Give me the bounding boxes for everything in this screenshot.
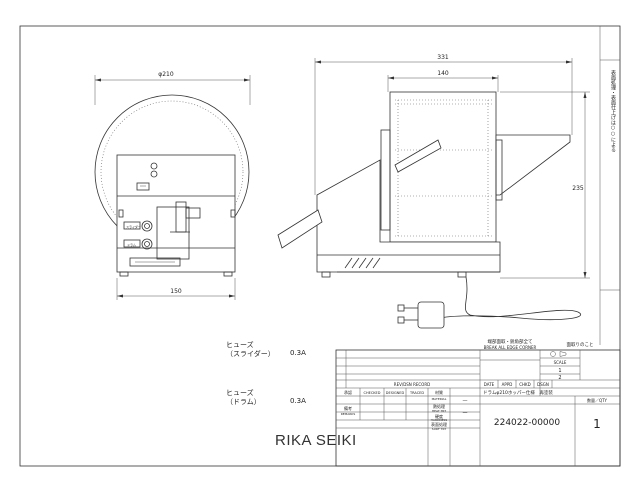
fuse-2-name: ヒューズ — [226, 389, 254, 397]
dim-front-width: 150 — [170, 288, 182, 295]
appd-label: APPD — [502, 382, 513, 387]
dim-side-height: 235 — [572, 185, 584, 192]
dsgn-label: DSGN — [537, 382, 549, 387]
side-view: 331 140 235 — [277, 54, 590, 329]
drawing-title: ドラムφ210ホッパー仕様 再塗装 — [483, 389, 553, 396]
fuse-1-part: （スライダー） — [226, 350, 275, 358]
scale-value: 1 — [558, 368, 561, 374]
note-break-edge: 端部面取・鋭角部全て — [488, 338, 533, 345]
surface-en: SURF TRT — [432, 427, 447, 431]
material-en: MATERIAL — [432, 397, 447, 401]
title-block: 端部面取・鋭角部全て BREAK ALL EDGE CORNER 面取りのこと … — [335, 338, 621, 467]
fuse-note-1: ヒューズ — [226, 340, 254, 350]
side-base — [316, 159, 501, 273]
fuse-note-2-part: （ドラム） — [226, 397, 261, 407]
fuse-1-name: ヒューズ — [226, 341, 254, 349]
remarks-label: 備考 — [344, 405, 352, 411]
qty-label: 数量／QTY — [587, 397, 608, 403]
note-chamfer: 面取りのこと — [567, 342, 594, 348]
brand-logo: RIKA SEIKI — [275, 432, 357, 449]
dim-front-diameter: φ210 — [158, 71, 174, 78]
projection-symbol — [550, 351, 556, 357]
heat-label: 熱処理 — [433, 403, 445, 409]
dim-side-total: 331 — [437, 54, 449, 61]
rev-record-label: REV/DSN RECORD — [394, 382, 430, 387]
surface-label: 表面処理 — [431, 421, 447, 427]
page-value: 2 — [558, 375, 561, 381]
approved-label: 承認 — [344, 389, 352, 395]
scale-label: SCALE — [554, 360, 567, 365]
designed-label: DESIGNED — [386, 391, 405, 395]
power-plug — [417, 301, 445, 329]
side-strip-note: 表面処理・表面仕上げは○○による — [610, 69, 616, 152]
fuse-2-part: （ドラム） — [226, 398, 261, 406]
hardness-en: HARDNESS — [431, 418, 448, 422]
fuse-note-2: ヒューズ — [226, 388, 254, 398]
fuse-1-value: 0.3A — [290, 349, 306, 357]
fuse-note-1-value: 0.3A — [290, 349, 306, 357]
heat-en: HEAT TRT — [432, 409, 446, 413]
qty-value: 1 — [593, 417, 601, 431]
remarks-en: REMARKS — [341, 412, 356, 416]
hardness-label: 硬度 — [435, 413, 443, 419]
fuse-note-1-part: （スライダー） — [226, 349, 275, 359]
checked-label: CHECKED — [364, 391, 381, 395]
front-view: φ210 スライダー ドラム — [94, 71, 251, 300]
date-label: DATE — [484, 382, 495, 387]
label-drum: ドラム — [127, 242, 136, 247]
dim-side-hopper: 140 — [437, 70, 449, 77]
traced-label: TRACED — [409, 391, 424, 395]
material-dash: — — [463, 398, 468, 404]
label-slider: スライダー — [126, 224, 141, 229]
fuse-note-2-value: 0.3A — [290, 397, 306, 405]
chkd-label: CHKD — [519, 382, 531, 387]
note-break-edge-en: BREAK ALL EDGE CORNER — [484, 345, 537, 350]
drawing-number: 224022-00000 — [494, 418, 561, 428]
sheet-border — [19, 25, 621, 467]
fuse-2-value: 0.3A — [290, 397, 306, 405]
heat-dash: — — [463, 410, 468, 416]
material-label: 材質 — [435, 389, 443, 395]
